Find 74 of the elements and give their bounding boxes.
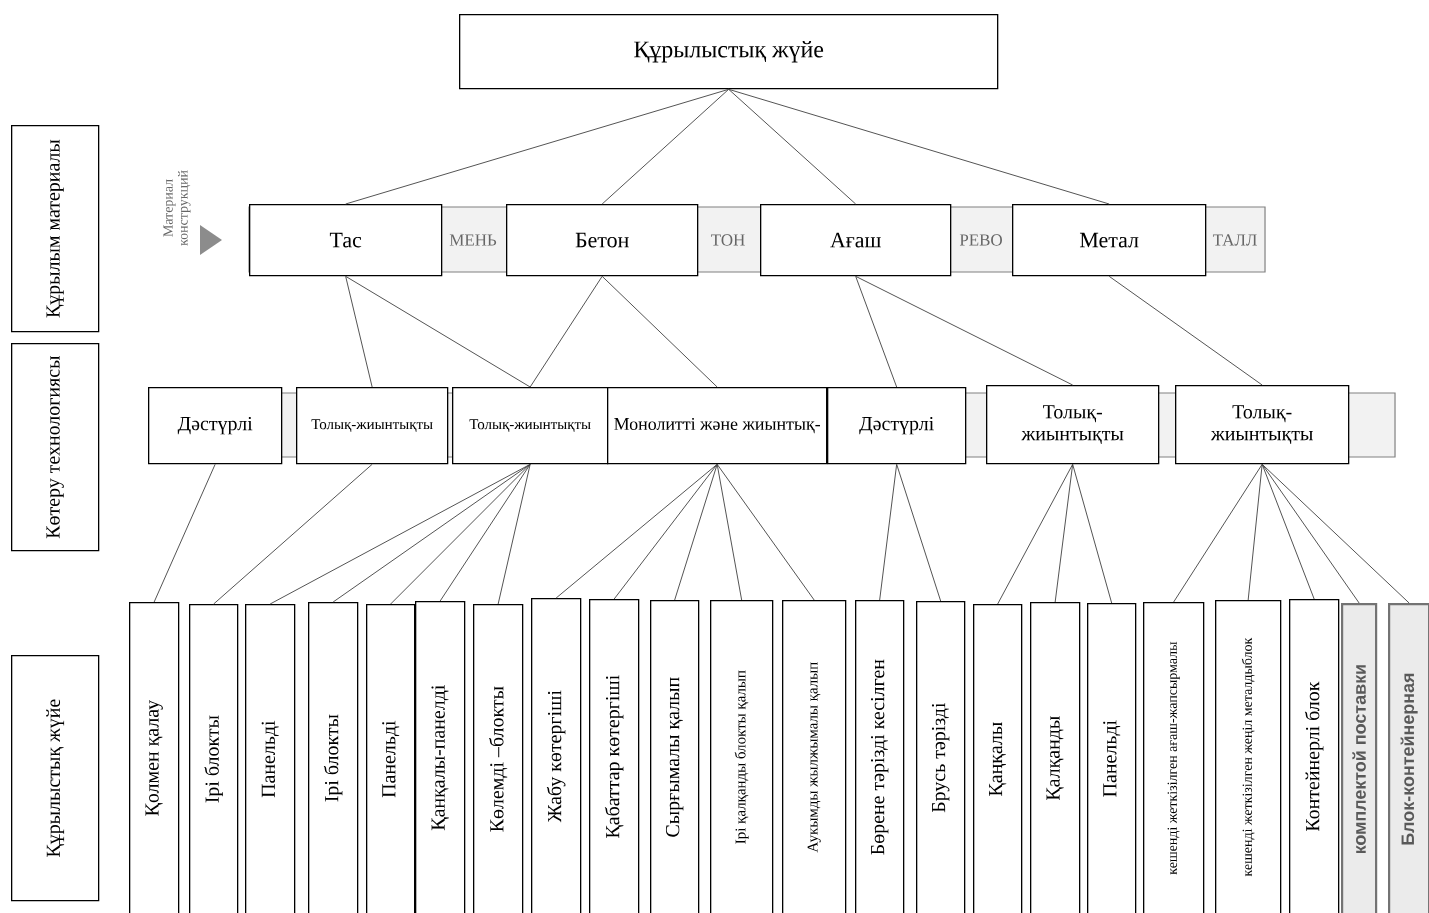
- connector-line: [1261, 463, 1410, 604]
- connector-line: [529, 275, 603, 388]
- connector-line: [153, 463, 216, 603]
- connector-line: [1108, 275, 1263, 386]
- material-box: Тас: [249, 204, 443, 277]
- technology-box: Толық-жиынтықты: [296, 387, 449, 465]
- row-label-box: Құрылым материалы: [11, 125, 100, 333]
- row-label: Материал конструкций: [163, 170, 191, 246]
- connector-line: [1054, 463, 1074, 603]
- connector-line: [1261, 463, 1360, 604]
- connector-line: [1173, 463, 1263, 603]
- connector-line: [1261, 463, 1315, 600]
- system-box: Панельді: [366, 604, 416, 913]
- scan-text: ТОН: [711, 234, 745, 246]
- system-box: Контейнерлі блок: [1289, 599, 1340, 913]
- connector-line: [497, 463, 531, 605]
- technology-box: Дәстүрлі: [827, 387, 967, 465]
- connector-line: [439, 463, 531, 602]
- system-box: Көлемді –блокты: [473, 604, 524, 913]
- connector-line: [1072, 463, 1113, 604]
- system-box: кешенді жеткізілген жеңіл металдыблок: [1215, 600, 1282, 913]
- technology-box: Толық-жиынтықты: [1175, 385, 1350, 465]
- connector-line: [345, 275, 531, 388]
- technology-box: Толық-жиынтықты: [452, 387, 609, 465]
- system-box: Ірі қалқанды блокты қалып: [710, 600, 774, 913]
- connector-line: [269, 463, 531, 605]
- system-box: Блок-контейнерная: [1388, 603, 1429, 913]
- technology-box: Дәстүрлі: [148, 387, 283, 465]
- scan-text: МЕНЬ: [449, 234, 497, 246]
- system-box: Қабаттар көтергіші: [589, 599, 640, 913]
- system-box: кешенді жеткізілген ағаш-жапсырмалы: [1143, 602, 1205, 913]
- connector-line: [1247, 463, 1263, 601]
- system-box: Панельді: [1087, 603, 1137, 913]
- technology-box: Толық-жиынтықты: [986, 385, 1160, 465]
- system-box: Панельді: [245, 604, 296, 913]
- connector-line: [555, 463, 718, 599]
- connector-line: [716, 463, 815, 601]
- connector-line: [896, 463, 942, 602]
- row-label-box: Құрылыстық жүйе: [11, 655, 100, 902]
- row-label-box: Көтеру технологиясы: [11, 343, 100, 552]
- connector-line: [332, 463, 531, 603]
- system-box: Ірі блокты: [308, 602, 359, 913]
- system-box: Қанқалы-панелді: [415, 601, 466, 913]
- connector-line: [601, 275, 718, 388]
- connector-line: [855, 275, 1074, 386]
- connector-line: [728, 88, 1110, 205]
- connector-line: [390, 463, 531, 605]
- scan-text: РЕВО: [959, 234, 1002, 246]
- technology-box: Монолитті және жиынтық-: [607, 387, 828, 465]
- connector-line: [879, 463, 898, 601]
- system-box: Қолмен қалау: [129, 602, 180, 913]
- system-box: Қаңқалы: [973, 604, 1023, 913]
- connector-line: [997, 463, 1074, 605]
- connector-line: [674, 463, 718, 601]
- connector-line: [613, 463, 718, 600]
- system-box: Ірі блокты: [189, 604, 239, 913]
- title-box: Құрылыстық жүйе: [459, 14, 999, 90]
- system-box: Аукымды жылжымалы қалып: [782, 600, 847, 913]
- connector-line: [855, 275, 898, 388]
- system-box: Жабу көтергіші: [531, 598, 582, 913]
- connector-line: [213, 463, 373, 605]
- connector-line: [728, 88, 857, 205]
- material-box: Метал: [1012, 204, 1207, 277]
- connector-line: [345, 275, 373, 388]
- connector-line: [716, 463, 743, 601]
- connector-line: [345, 88, 730, 205]
- material-box: Ағаш: [760, 204, 952, 277]
- system-box: Қалқанды: [1030, 602, 1081, 913]
- material-box: Бетон: [506, 204, 699, 277]
- connector-line: [601, 88, 730, 205]
- system-box: Брусь тәрізді: [916, 601, 966, 913]
- system-box: Бөрене тәрізді кесілген: [855, 600, 905, 913]
- system-box: комплектой поставки: [1341, 603, 1378, 913]
- system-box: Сырғымалы қалып: [650, 600, 700, 913]
